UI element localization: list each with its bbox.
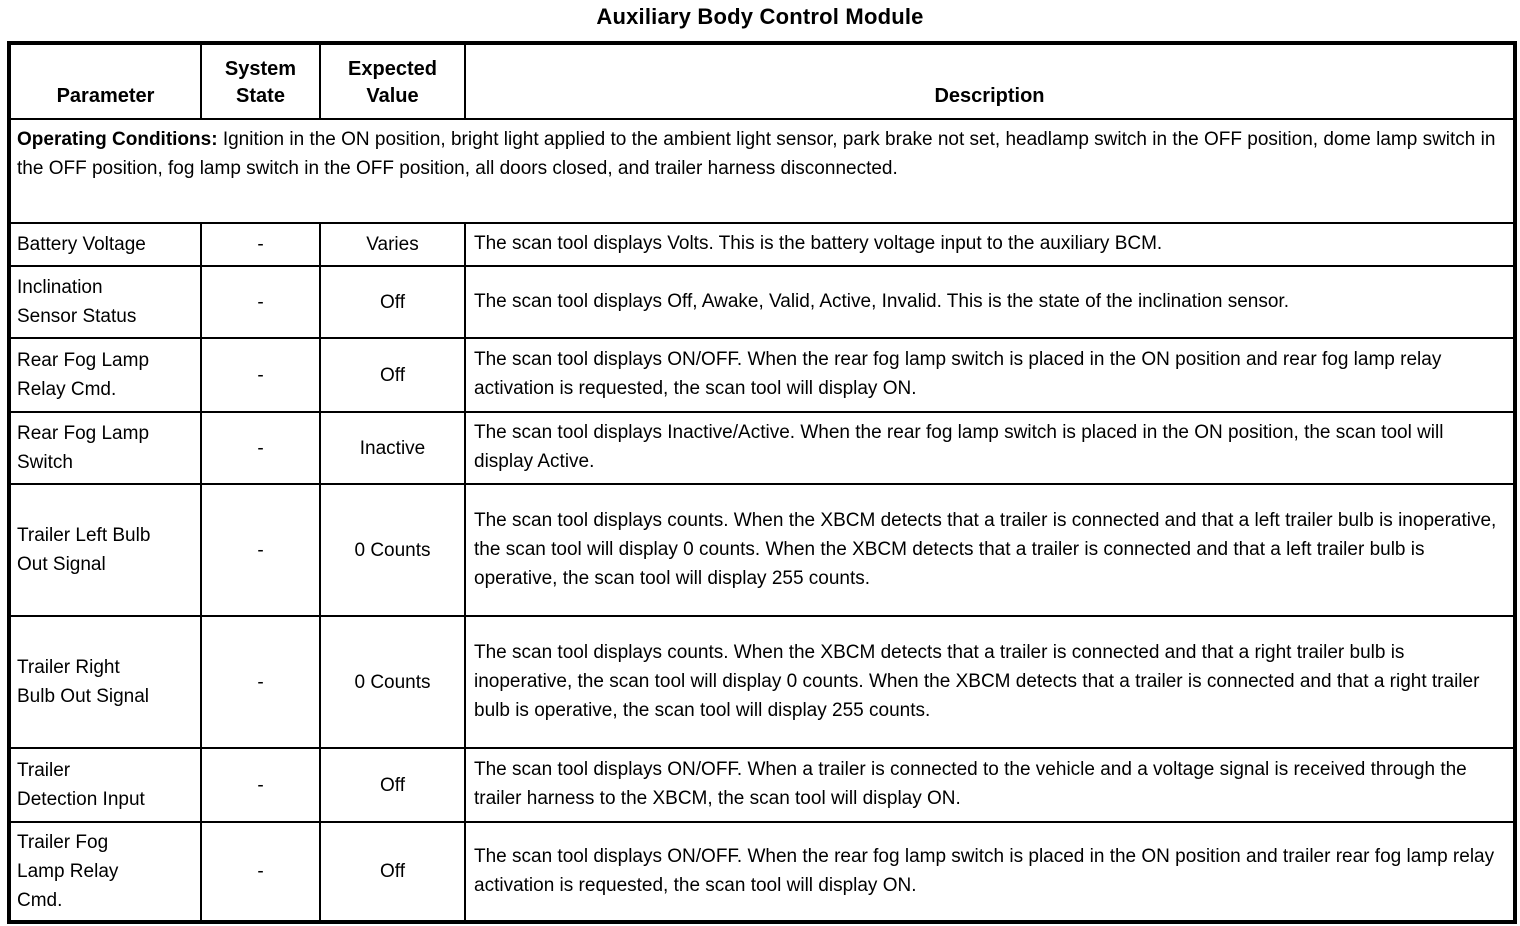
operating-conditions-cell: Operating Conditions: Ignition in the ON… <box>8 118 1516 224</box>
table-row: Battery Voltage - Varies The scan tool d… <box>8 222 1516 267</box>
operating-conditions-row: Operating Conditions: Ignition in the ON… <box>8 118 1516 224</box>
table-row: Rear Fog Lamp Switch - Inactive The scan… <box>8 411 1516 485</box>
header-expected-value: Expected Value <box>319 42 466 120</box>
parameter-cell: Rear Fog Lamp Switch <box>8 411 202 485</box>
header-row: Parameter System State Expected Value De… <box>8 42 1516 120</box>
expected-value-cell: Inactive <box>319 411 466 485</box>
description-cell: The scan tool displays counts. When the … <box>464 615 1516 749</box>
system-state-cell: - <box>200 615 321 749</box>
page-title: Auxiliary Body Control Module <box>596 4 924 29</box>
expected-value-cell: Off <box>319 265 466 339</box>
parameter-cell: Trailer Left Bulb Out Signal <box>8 483 202 617</box>
description-cell: The scan tool displays ON/OFF. When the … <box>464 337 1516 413</box>
table-row: Trailer Right Bulb Out Signal - 0 Counts… <box>8 615 1516 749</box>
expected-value-cell: Varies <box>319 222 466 267</box>
system-state-cell: - <box>200 411 321 485</box>
header-system-state: System State <box>200 42 321 120</box>
description-cell: The scan tool displays counts. When the … <box>464 483 1516 617</box>
header-parameter: Parameter <box>8 42 202 120</box>
description-cell: The scan tool displays Volts. This is th… <box>464 222 1516 267</box>
parameters-table: Parameter System State Expected Value De… <box>7 41 1517 924</box>
description-cell: The scan tool displays ON/OFF. When a tr… <box>464 747 1516 823</box>
system-state-cell: - <box>200 821 321 923</box>
table-row: Trailer Detection Input - Off The scan t… <box>8 747 1516 823</box>
system-state-cell: - <box>200 265 321 339</box>
table-row: Inclination Sensor Status - Off The scan… <box>8 265 1516 339</box>
table-body: Operating Conditions: Ignition in the ON… <box>8 118 1516 923</box>
system-state-cell: - <box>200 483 321 617</box>
parameter-cell: Inclination Sensor Status <box>8 265 202 339</box>
expected-value-cell: Off <box>319 747 466 823</box>
header-description: Description <box>464 42 1516 120</box>
system-state-cell: - <box>200 222 321 267</box>
expected-value-cell: 0 Counts <box>319 483 466 617</box>
table-row: Trailer Fog Lamp Relay Cmd. - Off The sc… <box>8 821 1516 923</box>
expected-value-cell: Off <box>319 337 466 413</box>
parameter-cell: Trailer Detection Input <box>8 747 202 823</box>
table-row: Rear Fog Lamp Relay Cmd. - Off The scan … <box>8 337 1516 413</box>
operating-conditions-text: Ignition in the ON position, bright ligh… <box>17 129 1496 179</box>
expected-value-cell: Off <box>319 821 466 923</box>
system-state-cell: - <box>200 747 321 823</box>
parameter-cell: Rear Fog Lamp Relay Cmd. <box>8 337 202 413</box>
description-cell: The scan tool displays ON/OFF. When the … <box>464 821 1516 923</box>
table-row: Trailer Left Bulb Out Signal - 0 Counts … <box>8 483 1516 617</box>
operating-conditions-label: Operating Conditions: <box>17 129 218 150</box>
parameter-cell: Trailer Fog Lamp Relay Cmd. <box>8 821 202 923</box>
table-header: Parameter System State Expected Value De… <box>8 42 1516 120</box>
expected-value-cell: 0 Counts <box>319 615 466 749</box>
parameter-cell: Trailer Right Bulb Out Signal <box>8 615 202 749</box>
description-cell: The scan tool displays Inactive/Active. … <box>464 411 1516 485</box>
system-state-cell: - <box>200 337 321 413</box>
description-cell: The scan tool displays Off, Awake, Valid… <box>464 265 1516 339</box>
parameter-cell: Battery Voltage <box>8 222 202 267</box>
